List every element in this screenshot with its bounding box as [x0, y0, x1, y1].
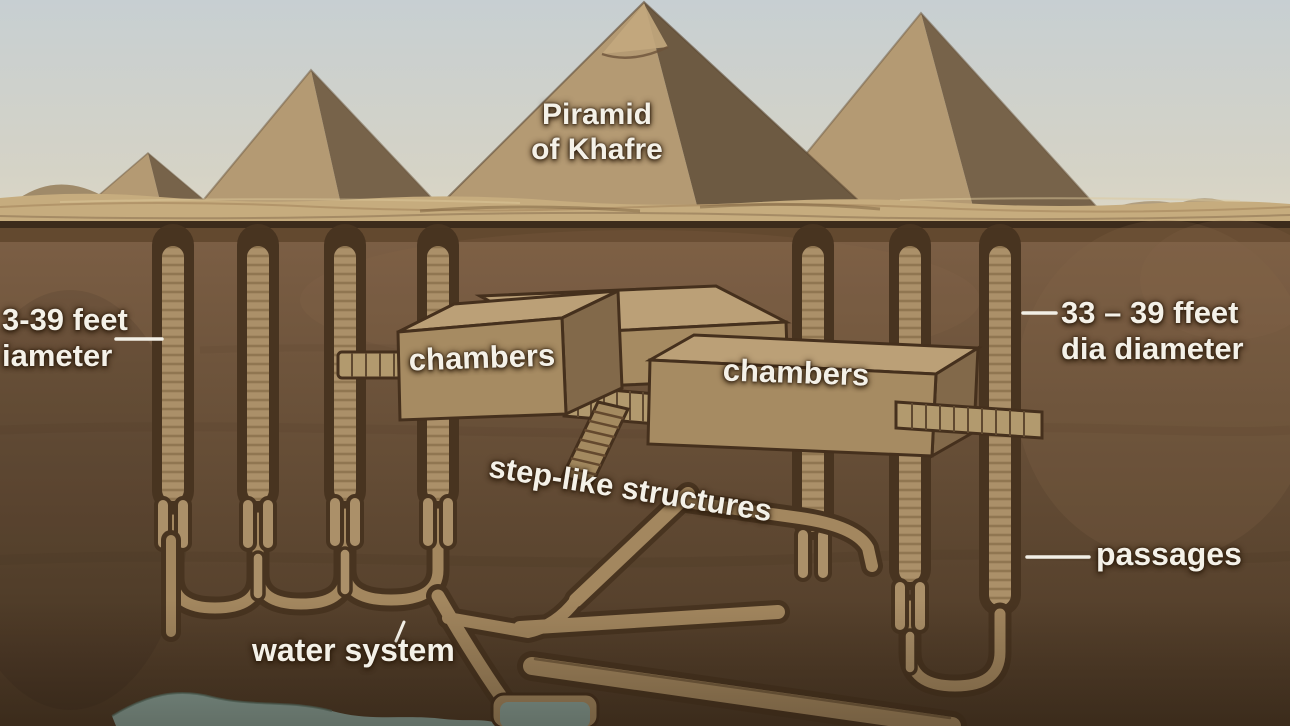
right-diameter-line2: dia diameter — [1061, 330, 1244, 366]
subsoil-band — [0, 228, 1290, 246]
right-diameter-label: 33 – 39 ffeet dia diameter — [1061, 295, 1244, 367]
water-box — [490, 692, 600, 726]
plank-bridge-right — [894, 400, 1044, 440]
khafre-cap — [602, 4, 668, 54]
tick-mark-water — [394, 620, 406, 643]
shaft-2 — [237, 224, 279, 512]
right-diameter-line1: 33 – 39 ffeet — [1061, 295, 1239, 330]
khafre-title: Piramid of Khafre — [472, 98, 722, 168]
khafre-title-line1: Piramid — [541, 98, 653, 131]
ground-line — [0, 221, 1290, 229]
stair-passage — [559, 400, 631, 486]
water-system-label: water system — [252, 632, 455, 668]
chamber-left-label: chambers — [408, 337, 556, 378]
left-diameter-line2: iameter — [2, 337, 113, 373]
pyramid-left-small — [89, 152, 208, 202]
khafre-title-line2: of Khafre — [531, 132, 663, 166]
left-diameter-label: 3-39 feet iameter — [2, 302, 128, 374]
passages-label: passages — [1096, 536, 1242, 572]
left-diameter-line1: 3-39 feet — [2, 302, 128, 337]
leader-lines — [114, 311, 1091, 643]
chamber-connector — [336, 350, 406, 380]
shaft-1 — [152, 224, 194, 512]
chamber-left — [396, 288, 624, 422]
